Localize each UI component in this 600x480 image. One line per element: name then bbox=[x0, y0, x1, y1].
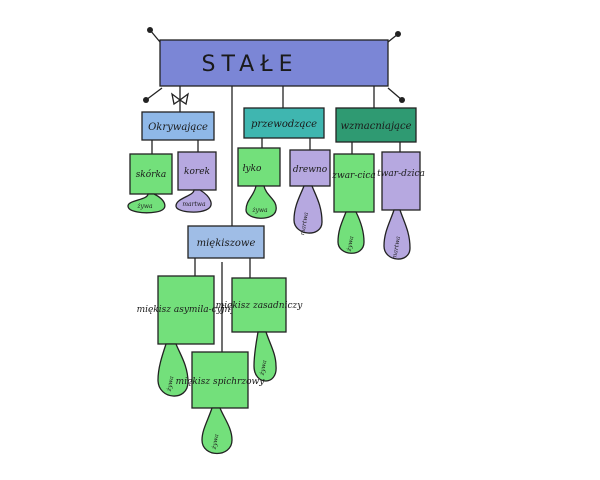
svg-text:martwa: martwa bbox=[182, 201, 206, 208]
svg-text:łyko: łyko bbox=[243, 164, 262, 174]
leaf-miekisz-zasadniczy: miękisz zasadniczy żywa bbox=[216, 277, 304, 382]
svg-text:korek: korek bbox=[184, 167, 210, 177]
svg-text:żywa: żywa bbox=[166, 375, 176, 393]
category-miekiszowe: miękiszowe bbox=[187, 225, 265, 259]
svg-text:miękisz zasadniczy: miękisz zasadniczy bbox=[216, 301, 304, 311]
svg-text:miękisz asymila-cyjny: miękisz asymila-cyjny bbox=[137, 305, 237, 315]
svg-text:żywa: żywa bbox=[346, 235, 356, 253]
leaf-drewno: drewno martwa bbox=[289, 149, 331, 236]
category-label: Okrywające bbox=[148, 122, 208, 133]
svg-text:żywa: żywa bbox=[211, 433, 221, 451]
svg-text:żywa: żywa bbox=[259, 359, 269, 377]
svg-text:martwa: martwa bbox=[391, 235, 402, 260]
leaf-zwarcica: zwar-cica żywa bbox=[331, 153, 376, 254]
leaf-lyko: łyko żywa bbox=[237, 147, 281, 219]
leaf-twardzica: twar-dzica martwa bbox=[377, 151, 425, 260]
leaf-korek: korek martwa bbox=[175, 151, 217, 213]
bow-ornament bbox=[171, 92, 189, 106]
category-label: wzmacniające bbox=[340, 121, 411, 132]
svg-text:zwar-cica: zwar-cica bbox=[331, 171, 375, 181]
title-box: STAŁE bbox=[143, 27, 405, 103]
svg-text:martwa: martwa bbox=[299, 211, 310, 236]
svg-text:drewno: drewno bbox=[293, 165, 328, 175]
category-okrywajace: Okrywające bbox=[141, 111, 215, 141]
svg-text:żywa: żywa bbox=[136, 203, 153, 210]
svg-text:żywa: żywa bbox=[251, 207, 268, 214]
category-label: miękiszowe bbox=[197, 238, 256, 249]
leaf-miekisz-spichrzowy: miękisz spichrzowy żywa bbox=[176, 351, 266, 454]
leaf-miekisz-asymilacyjny: miękisz asymila-cyjny żywa bbox=[137, 275, 237, 397]
category-wzmacniajace: wzmacniające bbox=[335, 107, 417, 143]
svg-text:skórka: skórka bbox=[136, 169, 167, 180]
category-label: przewodzące bbox=[251, 119, 317, 130]
svg-text:twar-dzica: twar-dzica bbox=[377, 169, 425, 179]
svg-text:miękisz spichrzowy: miękisz spichrzowy bbox=[176, 377, 266, 387]
leaf-skorka: skórka żywa bbox=[127, 153, 173, 214]
category-przewodzace: przewodzące bbox=[243, 107, 325, 139]
title-text: STAŁE bbox=[201, 52, 298, 77]
